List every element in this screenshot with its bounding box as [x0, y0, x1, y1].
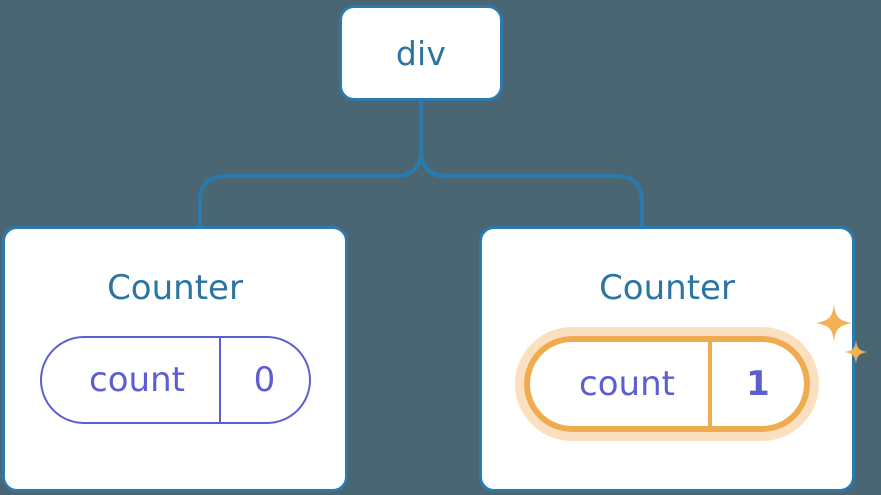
- state-pill-wrapper-left: count 0: [39, 336, 311, 424]
- edge-root-to-counter-right: [419, 148, 644, 230]
- state-pill-wrapper-right: count 1: [524, 304, 868, 432]
- sparkle-icon: [816, 304, 852, 342]
- edge-root-to-counter-left: [198, 148, 423, 230]
- sparkle-group: [816, 304, 868, 364]
- state-key-right: count: [579, 364, 675, 404]
- node-counter-left[interactable]: Counter count 0: [2, 226, 348, 492]
- node-counter-right-label: Counter: [599, 268, 735, 308]
- state-pill-left[interactable]: count 0: [39, 336, 311, 424]
- state-value-right: 1: [708, 342, 804, 426]
- node-counter-left-label: Counter: [107, 268, 243, 308]
- state-key-left: count: [89, 360, 185, 400]
- state-pill-right[interactable]: count 1: [524, 336, 810, 432]
- node-div-label: div: [395, 33, 447, 73]
- state-value-left: 0: [218, 338, 309, 422]
- node-div[interactable]: div: [339, 5, 503, 101]
- node-counter-right[interactable]: Counter count 1: [479, 226, 868, 492]
- sparkle-small-icon: [844, 340, 868, 364]
